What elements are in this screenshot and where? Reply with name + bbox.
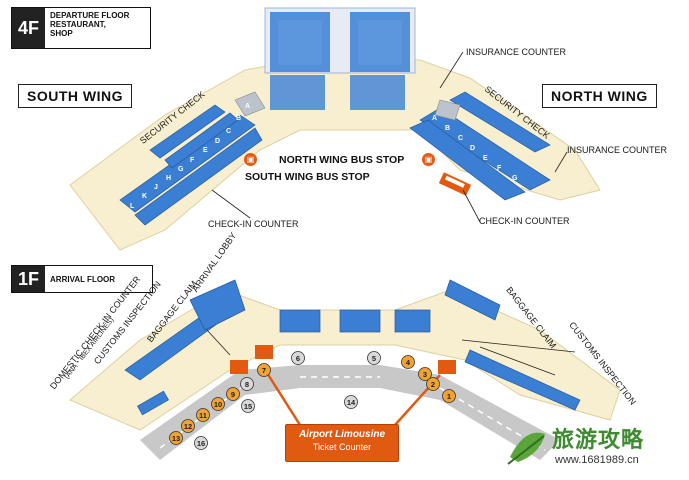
- floor-4f-box: 4F DEPARTURE FLOOR RESTAURANT, SHOP: [11, 7, 151, 49]
- watermark-title: 旅游攻略: [552, 428, 645, 453]
- counter-letter-south: A: [245, 103, 250, 110]
- svg-text:1: 1: [447, 392, 451, 401]
- svg-text:9: 9: [231, 390, 235, 399]
- bus-stop-4: 4: [401, 355, 415, 369]
- floor-1f-desc: ARRIVAL FLOOR: [50, 274, 116, 284]
- svg-text:7: 7: [262, 366, 266, 375]
- bus-stop-5: 5: [367, 351, 381, 365]
- bus-stop-9: 9: [226, 387, 240, 401]
- bus-stop-16: 16: [194, 436, 208, 450]
- watermark-url: www.1681989.cn: [555, 454, 639, 466]
- counter-letter-north: E: [483, 155, 488, 162]
- bus-stop-10: 10: [211, 397, 225, 411]
- svg-text:16: 16: [197, 439, 205, 448]
- svg-text:5: 5: [372, 354, 376, 363]
- counter-letter-north: A: [432, 115, 437, 122]
- svg-text:6: 6: [296, 354, 300, 363]
- svg-text:2: 2: [431, 380, 435, 389]
- svg-text:15: 15: [244, 402, 252, 411]
- svg-text:12: 12: [184, 422, 192, 431]
- floor-4f-number: 4F: [12, 8, 46, 48]
- bus-stop-13: 13: [169, 431, 183, 445]
- counter-letter-south: F: [190, 157, 195, 164]
- floor-1f-box: 1F ARRIVAL FLOOR: [11, 265, 153, 293]
- bus-stop-8: 8: [240, 377, 254, 391]
- floor-1f-number: 1F: [12, 266, 46, 292]
- counter-letter-north: C: [458, 135, 463, 142]
- counter-letter-north: B: [445, 125, 450, 132]
- counter-letter-north: G: [512, 175, 518, 182]
- south-bus-stop-icon: ▣: [244, 153, 257, 166]
- svg-text:8: 8: [245, 380, 249, 389]
- floor-4f-desc: DEPARTURE FLOOR RESTAURANT, SHOP: [50, 11, 130, 38]
- counter-letter-south: K: [142, 193, 147, 200]
- insurance-counter-top-label: INSURANCE COUNTER: [466, 47, 567, 57]
- north-wing-label: NORTH WING: [542, 84, 657, 108]
- north-wing-bus-stop-label: NORTH WING BUS STOP: [279, 154, 405, 166]
- bus-stop-14: 14: [344, 395, 358, 409]
- svg-text:14: 14: [347, 398, 356, 407]
- counter-letter-south: C: [226, 128, 231, 135]
- bus-stop-15: 15: [241, 399, 255, 413]
- counter-letter-south: D: [215, 138, 220, 145]
- counter-letter-south: E: [203, 147, 208, 154]
- bus-stop-1: 1: [442, 389, 456, 403]
- counter-letter-south: B: [236, 115, 241, 122]
- bus-stop-12: 12: [181, 419, 195, 433]
- bus-stop-11: 11: [196, 408, 210, 422]
- counter-letter-south: H: [166, 175, 171, 182]
- ticket-counter-subtitle: Ticket Counter: [312, 442, 372, 452]
- counter-letter-north: F: [497, 165, 502, 172]
- bus-stop-2: 2: [426, 377, 440, 391]
- airport-limousine-ticket-counter: Airport Limousine Ticket Counter: [285, 424, 399, 462]
- south-counters: [119, 104, 263, 226]
- svg-text:13: 13: [172, 434, 180, 443]
- check-in-counter-south-label: CHECK-IN COUNTER: [208, 219, 299, 229]
- south-wing-label: SOUTH WING: [18, 84, 132, 108]
- bus-stop-3: 3: [418, 367, 432, 381]
- svg-text:10: 10: [214, 400, 222, 409]
- watermark-logo: 旅游攻略 www.1681989.cn: [500, 418, 685, 476]
- counter-letter-south: L: [130, 203, 135, 210]
- check-in-counter-north-label: CHECK-IN COUNTER: [479, 216, 570, 226]
- svg-text:11: 11: [199, 411, 207, 420]
- bus-stop-7: 7: [257, 363, 271, 377]
- insurance-counter-right-label: INSURANCE COUNTER: [567, 145, 668, 155]
- north-bus-stop-icon: ▣: [422, 153, 435, 166]
- bus-stop-6: 6: [291, 351, 305, 365]
- counter-letter-south: J: [154, 184, 158, 191]
- counter-letter-north: D: [470, 145, 475, 152]
- south-wing-bus-stop-label: SOUTH WING BUS STOP: [245, 171, 370, 183]
- svg-text:3: 3: [423, 370, 427, 379]
- counter-letter-south: G: [178, 166, 184, 173]
- watermark-leaf-icon: [507, 432, 545, 465]
- north-counters: [409, 91, 551, 201]
- svg-text:4: 4: [406, 358, 411, 367]
- ticket-counter-title: Airport Limousine: [298, 429, 386, 440]
